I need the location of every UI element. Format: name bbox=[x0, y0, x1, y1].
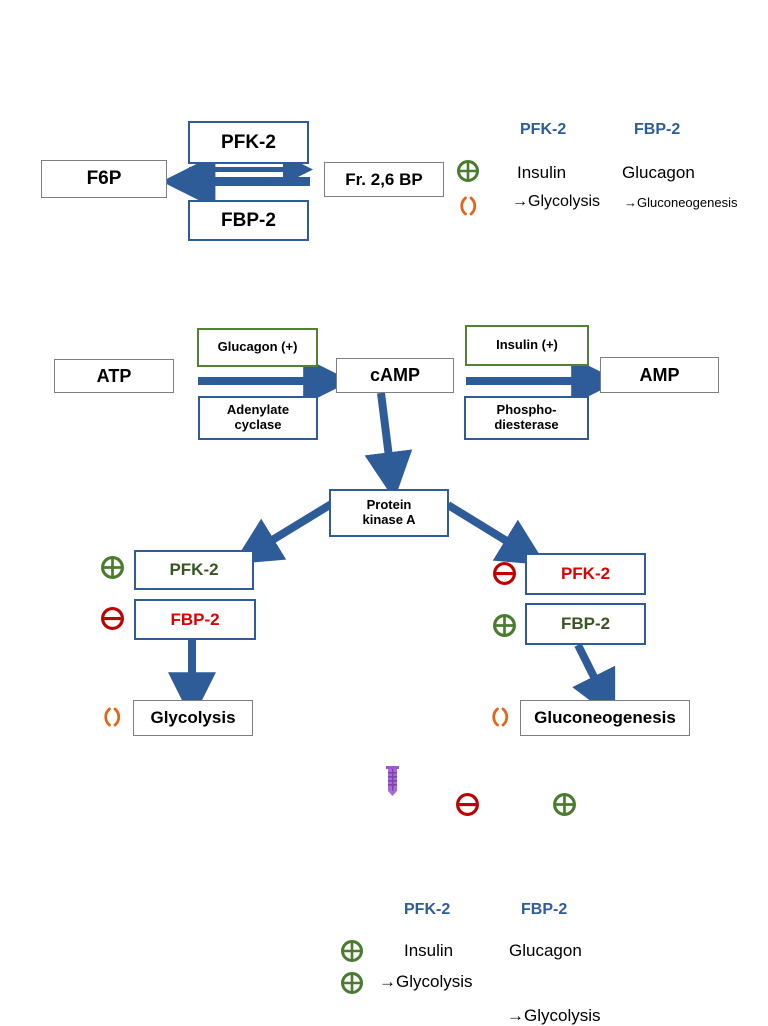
atp-box: ATP bbox=[54, 359, 174, 393]
pka-to-right-branch-arrow bbox=[445, 501, 547, 566]
pka-to-left-branch-arrow bbox=[232, 499, 336, 565]
protein-kinase-a-label-line2: kinase A bbox=[362, 512, 416, 527]
camp-label: cAMP bbox=[369, 365, 420, 386]
f6p-label: F6P bbox=[86, 168, 122, 190]
cycle-symbol-top-legend bbox=[460, 196, 477, 216]
adenylate-cyclase-box: Adenylate cyclase bbox=[198, 396, 318, 440]
minus-symbol-right-pfk2 bbox=[493, 562, 516, 585]
purple-glyph-icon bbox=[386, 766, 399, 796]
pfk2-enzyme-box-top: PFK-2 bbox=[188, 121, 309, 164]
glucagon-activator-box: Glucagon (+) bbox=[197, 328, 318, 367]
right-branch-fbp2-box: FBP-2 bbox=[525, 603, 646, 645]
left-branch-pfk2-box: PFK-2 bbox=[134, 550, 254, 590]
plus-symbol-left-pfk2 bbox=[101, 556, 124, 579]
stray-plus-symbol bbox=[553, 793, 576, 816]
atp-label: ATP bbox=[96, 365, 132, 386]
camp-box: cAMP bbox=[336, 358, 454, 393]
plus-symbol-right-fbp2 bbox=[493, 614, 516, 637]
insulin-activator-box: Insulin (+) bbox=[465, 325, 589, 366]
top-legend-pfk2-row2: →Glycolysis bbox=[512, 193, 601, 210]
plus-symbol-bottom-legend-row2 bbox=[341, 972, 363, 994]
camp-to-pka-arrow bbox=[364, 392, 413, 500]
protein-kinase-a-box: Protein kinase A bbox=[329, 489, 449, 537]
top-legend-header-fbp2: FBP-2 bbox=[634, 121, 681, 138]
plus-symbol-top-legend bbox=[457, 160, 479, 182]
glucagon-activator-label: Glucagon (+) bbox=[217, 339, 298, 355]
right-fbp2-to-gluconeogenesis-arrow bbox=[572, 643, 616, 720]
amp-box: AMP bbox=[600, 357, 719, 393]
f6p-box: F6P bbox=[41, 160, 167, 198]
right-branch-pfk2-box: PFK-2 bbox=[525, 553, 646, 595]
adenylate-cyclase-label-line2: cyclase bbox=[234, 417, 282, 432]
gluconeogenesis-box: Gluconeogenesis bbox=[520, 700, 690, 736]
phosphodiesterase-label-line2: diesterase bbox=[494, 417, 559, 432]
top-legend-fbp2-row1: Glucagon bbox=[622, 163, 695, 182]
left-branch-fbp2-label: FBP-2 bbox=[170, 609, 220, 629]
phosphodiesterase-box: Phospho- diesterase bbox=[464, 396, 589, 440]
glycolysis-box: Glycolysis bbox=[133, 700, 253, 736]
fbp2-enzyme-label-top: FBP-2 bbox=[221, 209, 276, 231]
fr26bp-box: Fr. 2,6 BP bbox=[324, 162, 444, 197]
minus-symbol-left-fbp2 bbox=[101, 607, 124, 630]
top-legend-header-pfk2: PFK-2 bbox=[520, 121, 567, 138]
fr26bp-label: Fr. 2,6 BP bbox=[345, 169, 423, 189]
bottom-legend-clipped-row: →Glycolysis bbox=[507, 1006, 601, 1025]
plus-symbol-bottom-legend-row1 bbox=[341, 940, 363, 962]
phosphodiesterase-label-line1: Phospho- bbox=[496, 402, 557, 418]
right-branch-pfk2-label: PFK-2 bbox=[560, 564, 611, 584]
gluconeogenesis-label: Gluconeogenesis bbox=[534, 708, 676, 728]
protein-kinase-a-label-line1: Protein bbox=[366, 497, 412, 513]
fbp2-enzyme-box-top: FBP-2 bbox=[188, 200, 309, 241]
right-branch-fbp2-label: FBP-2 bbox=[560, 614, 611, 634]
adenylate-cyclase-label-line1: Adenylate bbox=[226, 402, 290, 418]
bottom-legend-pfk2-row1: Insulin bbox=[404, 941, 454, 960]
bottom-legend-header-pfk2: PFK-2 bbox=[404, 901, 451, 918]
bottom-legend-header-fbp2: FBP-2 bbox=[521, 901, 568, 918]
top-legend-pfk2-row1: Insulin bbox=[517, 163, 567, 182]
bottom-legend-pfk2-row2: →Glycolysis bbox=[379, 972, 473, 991]
cycle-symbol-gluconeogenesis bbox=[492, 707, 509, 727]
pfk2-enzyme-label-top: PFK-2 bbox=[221, 131, 276, 153]
top-legend-fbp2-row2: →Gluconeogenesis bbox=[624, 195, 738, 210]
amp-label: AMP bbox=[639, 364, 680, 385]
left-branch-pfk2-label: PFK-2 bbox=[169, 560, 219, 580]
left-branch-fbp2-box: FBP-2 bbox=[134, 599, 256, 640]
bottom-legend-fbp2-row1: Glucagon bbox=[509, 941, 582, 960]
stray-minus-symbol bbox=[456, 793, 479, 816]
glycolysis-label: Glycolysis bbox=[150, 708, 236, 728]
insulin-activator-label: Insulin (+) bbox=[496, 337, 558, 353]
cycle-symbol-glycolysis bbox=[104, 707, 121, 727]
